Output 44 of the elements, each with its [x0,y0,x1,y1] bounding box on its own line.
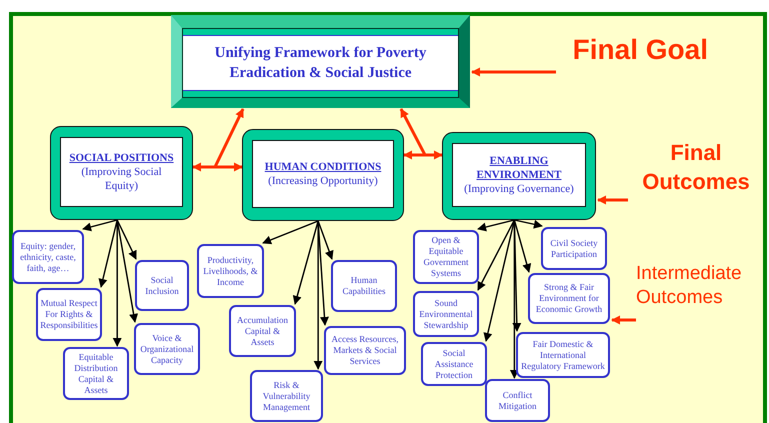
arrow [514,219,543,229]
outcome-box: Voice & Organizational Capacity [134,323,200,375]
arrow [514,220,532,273]
goal-title: Unifying Framework for Poverty Eradication & Social Justice [214,44,428,83]
level-label: Final Outcomes [641,139,751,196]
arrow [82,219,118,232]
arrow [477,220,515,291]
outcome-box: Equitable Distribution Capital & Assets [63,347,129,400]
panel-subtitle: (Improving Governance) [464,182,574,196]
arrow [116,220,138,323]
arrow [483,220,516,342]
outcome-box: Access Resources, Markets & Social Services [324,326,406,375]
outcome-box: Equity: gender, ethnicity, caste, faith, age… [12,230,84,284]
arrow [292,220,319,305]
arrow [471,68,556,76]
outcome-box: Strong & Fair Environment for Economic Growth [528,273,610,324]
arrow [116,220,137,260]
outcome-box: Fair Domestic & International Regulatory Framework [516,332,610,378]
level-label: Intermediate Outcomes [636,262,743,310]
outcome-box: Mutual Respect For Rights & Responsibilities [36,288,102,341]
panel-heading: ENABLING ENVIRONMENT [476,154,562,182]
arrow [611,316,636,324]
outcome-box: Accumulation Capital & Assets [229,305,296,357]
outcome-box: Civil Society Participation [541,227,607,270]
outcome-box: Risk & Vulnerability Management [250,370,323,422]
outcome-box: Conflict Mitigation [485,379,550,422]
outcome-box: Social Assistance Protection [421,342,487,386]
panel-heading: HUMAN CONDITIONS [264,160,382,174]
outcome-box: Productivity, Livelihoods, & Income [197,244,264,298]
arrow [597,196,628,204]
arrow [314,221,323,370]
outcome-box: Social Inclusion [135,260,189,311]
outcome-box: Sound Environmental Stewardship [413,291,479,337]
panel-subtitle: (Increasing Opportunity) [268,174,378,188]
outcome-box: Human Capabilities [331,260,397,312]
panel-subtitle: (Improving Social Equity) [80,165,163,193]
outcome-box: Open & Equitable Government Systems [413,230,479,284]
panel-heading: SOCIAL POSITIONS [69,151,174,165]
arrow [112,220,122,347]
level-label: Final Goal [572,34,708,66]
arrow [98,220,118,288]
arrow [477,219,515,232]
arrow [317,220,334,260]
arrow [262,220,318,244]
